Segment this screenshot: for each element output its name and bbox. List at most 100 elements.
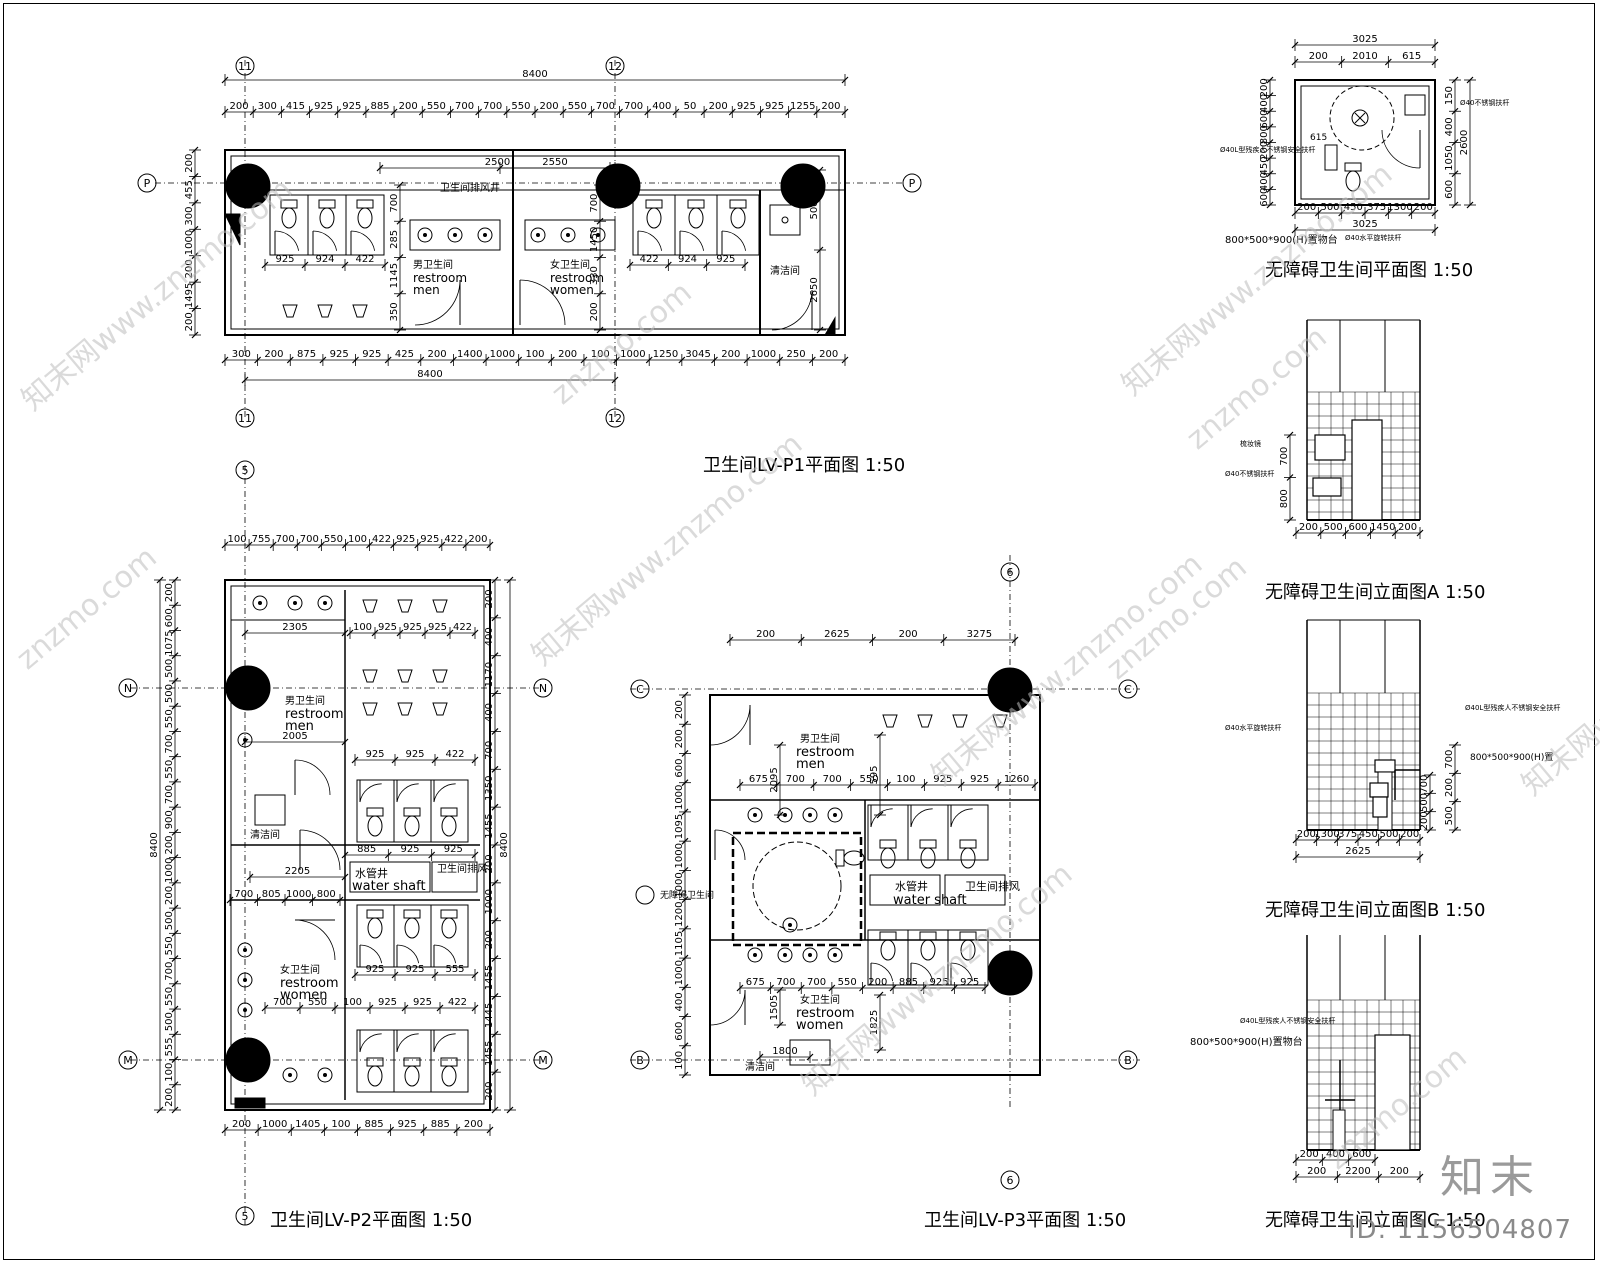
p1-dim-top-slash (587, 108, 595, 116)
p1-mop-drain (781, 216, 789, 224)
p3-exhaust-label: 卫生间排风 (965, 879, 1020, 893)
p2-dim-top-slash (221, 541, 229, 549)
p3-dim-1505-slash (776, 986, 784, 994)
elevB-dim-v-slash (1451, 769, 1459, 777)
p2-water-shaft (349, 861, 431, 893)
p2-men-toilet-bowl (367, 815, 383, 837)
p1-women-sink-drain (596, 233, 600, 237)
elevA-dim-bottom-slash (1366, 529, 1374, 537)
p3-dim-left-slash (681, 925, 689, 933)
p1-dim-bottom-value: 200 (721, 349, 740, 360)
p2-dim-right-slash (491, 614, 499, 622)
p1-dim-inner-women-slash (596, 290, 604, 298)
acc-toilet-bowl (1345, 170, 1361, 192)
p3-acc-sink-basin (782, 917, 798, 933)
p1-dim-top-value: 200 (230, 101, 249, 112)
p2-dim-m4-value: 925 (365, 749, 384, 760)
p1-dim-top-slash (447, 108, 454, 116)
p2-dim-bottom-value: 885 (365, 1119, 384, 1130)
p2-women-sink-drain (243, 1008, 247, 1012)
p2-dim-m8-slash (391, 971, 399, 979)
p1-men-cn: 男卫生间 (413, 258, 453, 271)
p1-dim-top-value: 700 (455, 101, 474, 112)
p1-dim-top-slash (390, 108, 398, 116)
p1-dim-stalls-men-slash (381, 261, 389, 269)
p3-men-stall (867, 804, 909, 861)
p1-dim-top-slash (503, 108, 511, 116)
elevC-dim-bottom-value: 400 (1326, 1149, 1345, 1160)
acc-dim-bottom-parts-slash (1291, 209, 1299, 217)
acc-dim-right-slash (1451, 139, 1459, 146)
elevA-dim-v-slash (1286, 516, 1294, 524)
acc-dim-left-slash (1266, 107, 1274, 115)
p3-grid-cb-bubble (1118, 679, 1138, 699)
p2-women-sink-basin (237, 972, 253, 988)
p2-dim-bottom-slash (486, 1126, 494, 1134)
elevA-sink (1312, 477, 1342, 497)
p2-dim-m4-slash (351, 756, 359, 764)
p2-dim-top-value: 700 (276, 534, 295, 545)
p2-dim-right-slash (491, 765, 499, 773)
p1-exhaust-label: 卫生间排风井 (440, 181, 500, 194)
p3-dim-row3-value: 200 (868, 977, 887, 988)
p3-mop-sink (789, 1039, 831, 1066)
p1-dim-stalls-men-value: 924 (315, 254, 334, 265)
elevA-dim-bottom-slash (1391, 529, 1399, 537)
elevA-door (1351, 419, 1383, 521)
p1-dim-top-value: 200 (709, 101, 728, 112)
p2-dim-m9-value: 100 (343, 997, 362, 1008)
p2-dim-bottom-slash (453, 1126, 461, 1134)
acc-note-shelf: 800*500*900(H)置物台 (1225, 233, 1338, 246)
p1-dim-top-slash (475, 108, 483, 116)
p3-column-6 (987, 950, 1033, 996)
acc-dim-top-parts-value: 200 (1309, 51, 1328, 62)
elevB-dim-v-slash (1451, 798, 1459, 806)
p2-dim-top-value: 422 (372, 534, 391, 545)
p1-dim-bottom-slash (613, 356, 621, 364)
p3-dim-left-slash (681, 720, 689, 728)
elevA-dim-bottom-value: 500 (1324, 522, 1343, 533)
p2-dim-left-value: 1000 (164, 858, 175, 883)
p2-dim-left-value: 700 (164, 962, 175, 981)
p2-janitor-label: 清洁间 (250, 828, 280, 841)
acc-dim-left-value: 400 (1259, 94, 1270, 113)
p2-dim-left-slash (171, 803, 179, 811)
p2-dim-left-value: 100 (164, 1063, 175, 1082)
acc-dim-left-slash (1266, 201, 1274, 209)
p2-women-toilet-b-tank (366, 1057, 384, 1067)
p1-women-sink-drain (536, 233, 540, 237)
p3-water-cn: 水管井 (895, 879, 928, 893)
p2-men-sink-drain (323, 601, 327, 605)
elevB-dim-bottom-slash (1333, 836, 1341, 844)
acc-dim-bottom-parts-value: 500 (1320, 202, 1339, 213)
p2-dim-m4-value: 422 (445, 749, 464, 760)
p2-outer-wall (224, 579, 491, 1111)
p2-grid-mb-label: M (538, 1054, 548, 1067)
p2-grid-m-label: M (123, 1054, 133, 1067)
acc-dim-bottom-parts-slash (1314, 209, 1322, 217)
p3-dim-top-value: 200 (756, 629, 775, 640)
p2-dim-top-value: 550 (324, 534, 343, 545)
p3-men-sink-drain (783, 813, 787, 817)
p3-urinal (882, 714, 898, 728)
p2-dim-top-slash (366, 541, 373, 549)
p1-dim-bottom-value: 300 (232, 349, 251, 360)
acc-dim-top-slash (1291, 41, 1299, 49)
p1-men-toilet-tank (280, 199, 298, 209)
p2-urinal-row3 (397, 702, 413, 716)
p3-dim-left-value: 1095 (674, 814, 685, 839)
p3-dim-1825-slash (876, 991, 884, 999)
elevB-dim-v-slash (1451, 741, 1459, 749)
p2-dim-bottom-value: 100 (331, 1119, 350, 1130)
p3-acc-label: 无障碍卫生间 (660, 889, 714, 901)
p2-dim-m9-value: 925 (378, 997, 397, 1008)
p3-dim-row3-slash (981, 984, 989, 992)
p1-men-stall-door-swing (274, 230, 300, 251)
p3-women-sink-drain (783, 953, 787, 957)
p1-dim-top-slash (418, 108, 426, 116)
p3-dim-left-value: 600 (674, 759, 685, 778)
p2-women-toilet-tank (366, 909, 384, 919)
p1-dim-inner-men-slash (396, 290, 404, 298)
p1-women-toilet-bowl (688, 207, 704, 229)
p2-dim-top-slash (269, 541, 277, 549)
